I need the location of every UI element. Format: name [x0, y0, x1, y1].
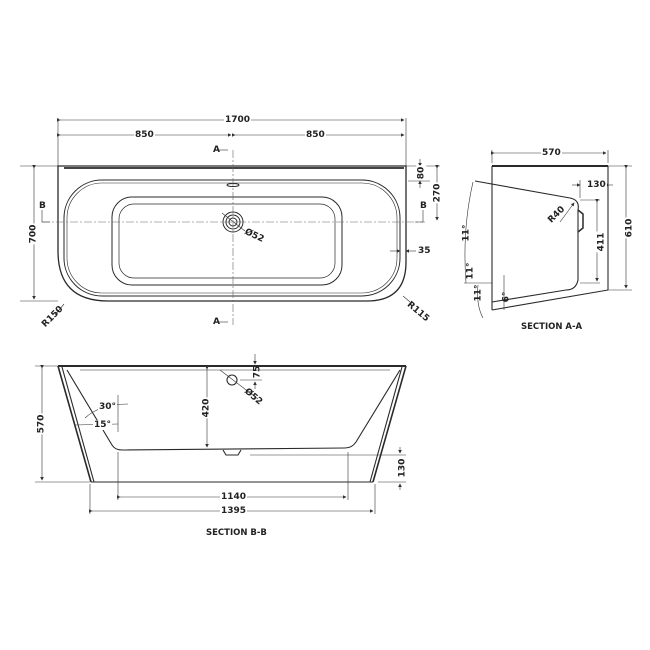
- section-a-height: 610: [624, 217, 635, 239]
- section-b-angle-30: 30°: [98, 402, 118, 412]
- section-mark-a-top: A: [213, 145, 220, 155]
- section-a-depth-411: 411: [596, 231, 607, 253]
- section-b-outline: [57, 365, 407, 483]
- section-a-width: 570: [541, 148, 562, 158]
- section-a-title: SECTION A-A: [521, 322, 583, 332]
- section-a-outline: [474, 165, 609, 311]
- section-a-angle-mid: 11°: [465, 262, 476, 280]
- dim-overall-length: 1700: [224, 115, 252, 125]
- section-b-internal-depth: 420: [201, 397, 212, 419]
- section-a-angle-top: 11°: [461, 224, 472, 242]
- dim-half-right: 850: [305, 130, 326, 140]
- dim-80: 80: [416, 165, 427, 181]
- dim-half-left: 850: [134, 130, 155, 140]
- section-b-angle-15: 15°: [93, 420, 113, 430]
- section-b-floor-length: 1140: [220, 492, 248, 502]
- section-mark-b-left: B: [39, 201, 46, 211]
- section-b-base-length: 1395: [220, 506, 248, 516]
- section-b-base-130: 130: [397, 457, 408, 479]
- section-mark-a-bottom: A: [213, 317, 220, 327]
- section-b-overflow-offset: 75: [252, 365, 263, 379]
- section-mark-b-right: B: [420, 201, 427, 211]
- dim-overall-width: 700: [28, 223, 39, 245]
- section-a-dim-130: 130: [586, 180, 607, 190]
- section-a-angle-floor: 6°: [501, 291, 512, 303]
- dim-270: 270: [432, 182, 443, 204]
- section-a-angle-low: 11°: [473, 284, 484, 302]
- section-b-height: 570: [36, 413, 47, 435]
- dim-rim-35: 35: [418, 246, 431, 256]
- section-b-title: SECTION B-B: [206, 528, 267, 538]
- plan-view-outline: [57, 165, 407, 302]
